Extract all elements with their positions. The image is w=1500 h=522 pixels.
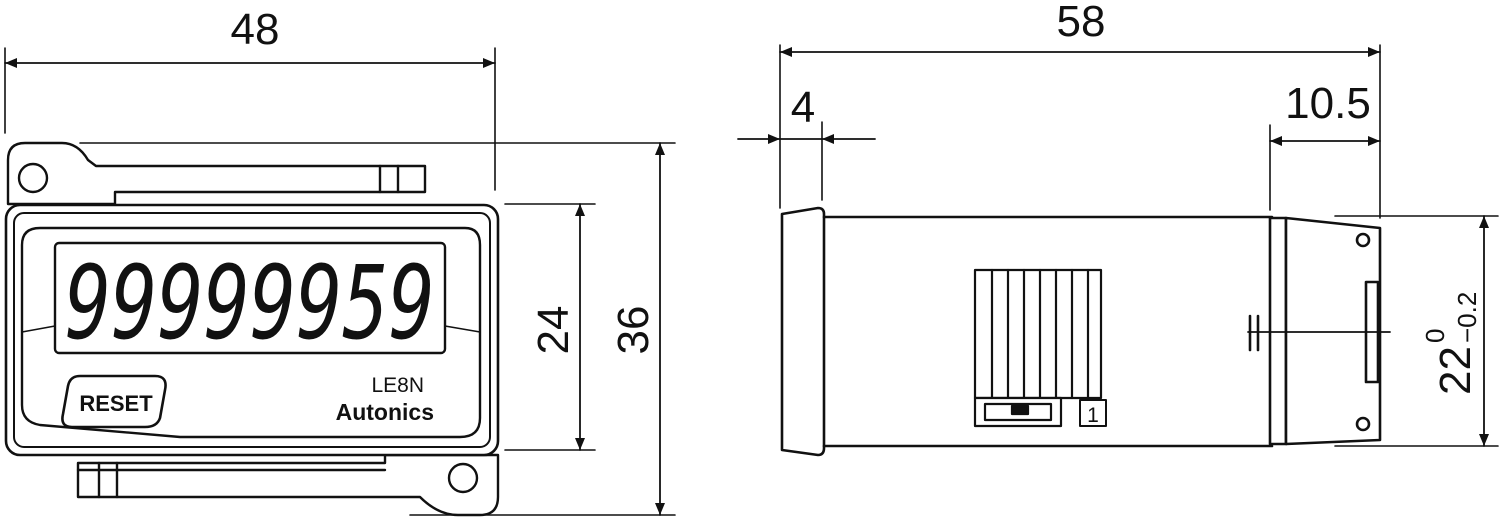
dim-width-48: 48	[231, 5, 280, 54]
side-hole-top	[1355, 232, 1371, 248]
top-mounting-bracket	[6, 141, 427, 206]
mounting-hole-top	[17, 162, 49, 194]
mounting-hole-bottom	[447, 462, 479, 494]
dim-rear-10-5: 10.5	[1285, 79, 1371, 128]
front-bezel-inner	[13, 212, 491, 448]
model-label: LE8N	[371, 374, 424, 397]
dim-window-height-24: 24	[529, 306, 578, 355]
dim-height-22-tolerance: 22 0 −0.2	[1420, 292, 1482, 395]
dim-height-tol-lower: −0.2	[1452, 292, 1482, 343]
reset-button: RESET	[61, 374, 167, 429]
terminal-marker-label: 1	[1087, 404, 1099, 427]
reset-label: RESET	[79, 391, 153, 416]
lcd-display-value: 99999959	[65, 244, 435, 363]
front-recess	[20, 226, 482, 439]
front-view: 99999959 RESET LE8N Autonics 48 24 36	[4, 5, 676, 517]
terminal-marker-box	[1079, 399, 1107, 427]
side-hole-bottom	[1355, 416, 1371, 432]
side-terminal-block	[973, 268, 1103, 428]
lcd-window	[53, 241, 447, 355]
dim-bezel-4: 4	[791, 83, 815, 132]
dim-total-height-36: 36	[609, 306, 658, 355]
dim-length-58: 58	[1057, 0, 1106, 46]
front-dimension-lines	[4, 58, 665, 516]
brand-label: Autonics	[336, 399, 434, 425]
side-body	[822, 215, 1391, 448]
bottom-mounting-bracket	[76, 453, 500, 517]
dim-height-base: 22	[1431, 346, 1480, 395]
dim-height-tol-upper: 0	[1420, 329, 1450, 343]
side-extension-lines	[779, 44, 1499, 447]
side-dimension-lines	[737, 47, 1489, 447]
side-view: 1 58 4 10.5 22 0 −0.2	[737, 0, 1499, 457]
side-bezel	[780, 206, 826, 457]
